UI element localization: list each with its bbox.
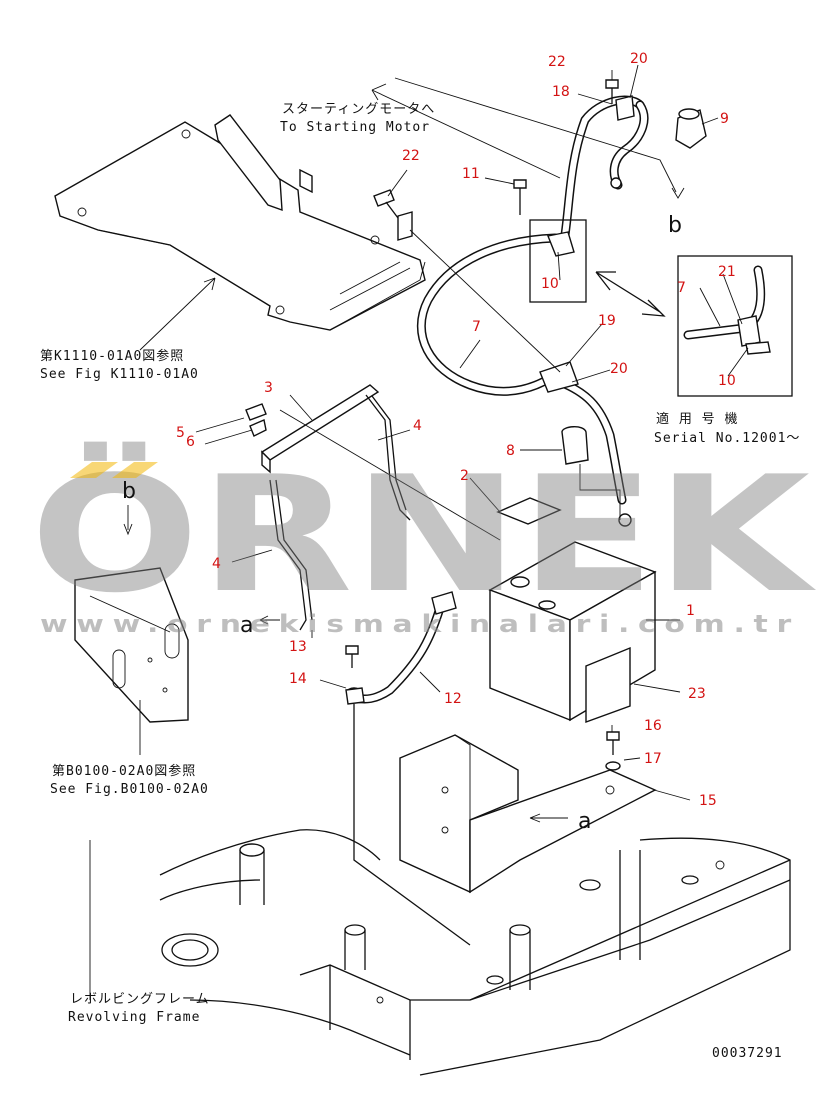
elbow-fitting (675, 108, 707, 149)
callout-2: 2 (460, 468, 469, 484)
callout-23: 23 (688, 686, 706, 702)
battery (488, 541, 657, 723)
callout-10-top: 10 (541, 276, 559, 292)
cover-plate (54, 114, 426, 331)
note-see-b-en: See Fig.B0100-02A0 (50, 782, 209, 797)
note-serial-jp: 適 用 号 機 (656, 411, 738, 427)
battery-cable-positive (416, 95, 649, 527)
watermark-umlaut-left (70, 462, 118, 478)
callout-11: 11 (462, 166, 480, 182)
bolts (245, 79, 621, 771)
callout-22-top: 22 (548, 54, 566, 70)
callout-21: 21 (718, 264, 736, 280)
battery-holder (260, 384, 411, 631)
ref-b-side: b (122, 479, 136, 504)
drawing-number: 00037291 (712, 1046, 783, 1061)
note-frame-en: Revolving Frame (68, 1010, 200, 1025)
callout-14: 14 (289, 671, 307, 687)
ref-a-holder: a (240, 613, 253, 638)
detail-frame-clamp (529, 219, 587, 303)
ref-a-bracket: a (578, 809, 591, 834)
revolving-frame (159, 829, 791, 1076)
watermark-umlaut-right (112, 462, 158, 478)
callout-8: 8 (506, 443, 515, 459)
callout-4-top: 4 (413, 418, 422, 434)
note-see-k-en: See Fig K1110-01A0 (40, 367, 199, 382)
callout-15: 15 (699, 793, 717, 809)
callout-20-mid: 20 (610, 361, 628, 377)
callout-10-detail: 10 (718, 373, 736, 389)
callout-9: 9 (720, 111, 729, 127)
note-starting-motor-jp: スターティングモータへ (282, 102, 435, 117)
callout-7: 7 (472, 319, 481, 335)
reference-letters: b b a a (122, 213, 682, 834)
callout-16: 16 (644, 718, 662, 734)
notes: スターティングモータへ To Starting Motor 第K1110-01A… (40, 102, 800, 1061)
callout-12: 12 (444, 691, 462, 707)
note-serial-en: Serial No.12001～ (654, 431, 800, 446)
callout-20-top: 20 (630, 51, 648, 67)
watermark: ÖRNEK www.ornekismakinalari.com.tr (30, 440, 816, 638)
callout-6: 6 (186, 434, 195, 450)
leader-lines (89, 64, 749, 1000)
ground-cable (345, 591, 471, 946)
callout-22-mid: 22 (402, 148, 420, 164)
note-see-k-jp: 第K1110-01A0図参照 (40, 348, 184, 364)
callout-18: 18 (552, 84, 570, 100)
watermark-brand: ÖRNEK (30, 440, 816, 628)
callout-4-low: 4 (212, 556, 221, 572)
callout-13: 13 (289, 639, 307, 655)
callout-7-detail: 7 (677, 280, 686, 296)
callout-1: 1 (686, 603, 695, 619)
note-starting-motor-en: To Starting Motor (280, 120, 430, 135)
battery-bracket (399, 734, 657, 894)
note-see-b-jp: 第B0100-02A0図参照 (52, 763, 196, 779)
callout-3: 3 (264, 380, 273, 396)
callout-19: 19 (598, 313, 616, 329)
caution-label (496, 497, 562, 525)
detail-arrow (595, 271, 666, 317)
serial-detail-box (677, 255, 793, 397)
part-callouts: 22 20 18 9 22 11 10 21 7 7 19 20 10 3 4 … (176, 51, 736, 809)
note-frame-jp: レボルビングフレーム (70, 992, 210, 1007)
callout-5: 5 (176, 425, 185, 441)
ref-b-top: b (668, 213, 682, 238)
watermark-url: www.ornekismakinalari.com.tr (40, 610, 800, 638)
side-plate (74, 567, 189, 723)
callout-17: 17 (644, 751, 662, 767)
terminal-cover (561, 426, 589, 465)
